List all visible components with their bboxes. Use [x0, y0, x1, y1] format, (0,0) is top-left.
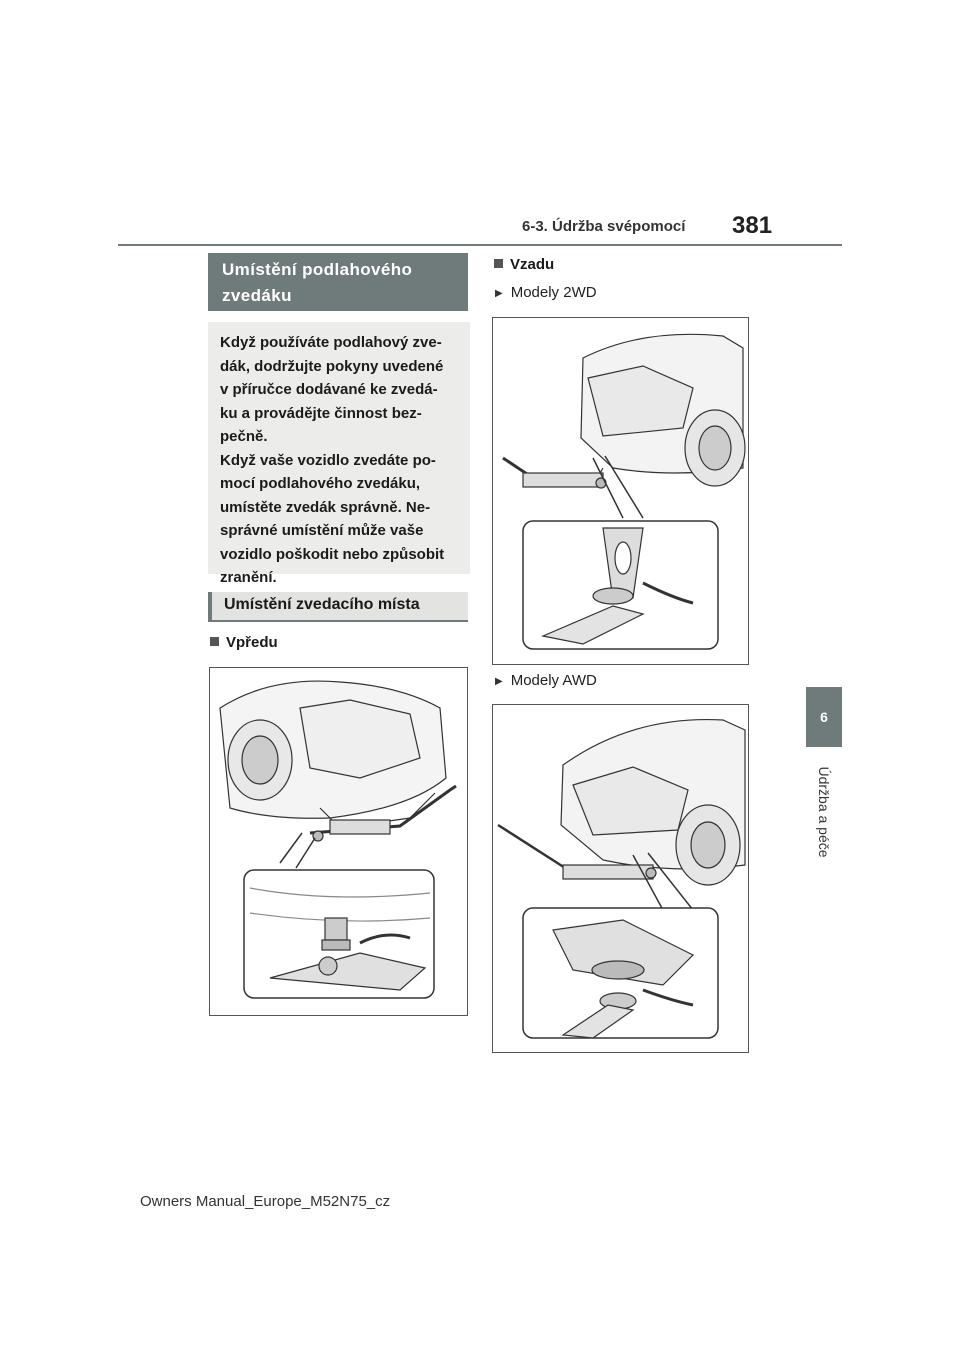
front-heading: Vpředu — [210, 634, 278, 651]
notice-line: správné umístění může vaše — [220, 522, 424, 539]
notice-line: v příručce dodávané ke zvedá- — [220, 381, 438, 398]
notice-line: umístěte zvedák správně. Ne- — [220, 498, 431, 516]
model-2wd-label: ▶Modely 2WD — [495, 284, 597, 301]
notice-line: pečně. — [220, 428, 268, 445]
square-bullet-icon — [494, 259, 503, 268]
notice-line: Když vaše vozidlo zvedáte po- — [220, 451, 436, 469]
notice-line: dák, dodržujte pokyny uvedené — [220, 357, 444, 375]
notice-line: zranění. — [220, 569, 277, 586]
notice-box: Když používáte podlahový zve- dák, dodrž… — [208, 322, 470, 586]
rear-2wd-illustration — [492, 317, 749, 665]
chapter-tab: 6 — [806, 687, 842, 747]
chapter-title-vertical: Údržba a péče — [810, 752, 838, 872]
section-heading: Umístění podlahového zvedáku — [222, 260, 413, 305]
header-rule — [118, 244, 842, 246]
chapter-number: 6 — [820, 709, 828, 725]
subsection-heading: Umístění zvedacího místa — [224, 596, 420, 613]
subsection-heading-box: Umístění zvedacího místa — [208, 592, 468, 622]
triangle-bullet-icon: ▶ — [495, 288, 503, 299]
chapter-title: Údržba a péče — [816, 766, 832, 858]
triangle-bullet-icon: ▶ — [495, 676, 503, 687]
page-number: 381 — [732, 212, 773, 239]
notice-line: mocí podlahového zvedáku, — [220, 475, 421, 492]
footer-text: Owners Manual_Europe_M52N75_cz — [140, 1193, 391, 1210]
model-awd-label: ▶Modely AWD — [495, 672, 597, 689]
section-heading-box: Umístění podlahového zvedáku — [208, 253, 468, 311]
front-jack-illustration — [209, 667, 468, 1016]
rear-awd-illustration — [492, 704, 749, 1053]
square-bullet-icon — [210, 637, 219, 646]
notice-line: Když používáte podlahový zve- — [220, 334, 442, 351]
rear-heading: Vzadu — [494, 256, 554, 273]
notice-line: vozidlo poškodit nebo způsobit — [220, 545, 445, 563]
notice-line: ku a provádějte činnost bez- — [220, 404, 422, 422]
section-title: 6-3. Údržba svépomocí — [522, 218, 686, 235]
